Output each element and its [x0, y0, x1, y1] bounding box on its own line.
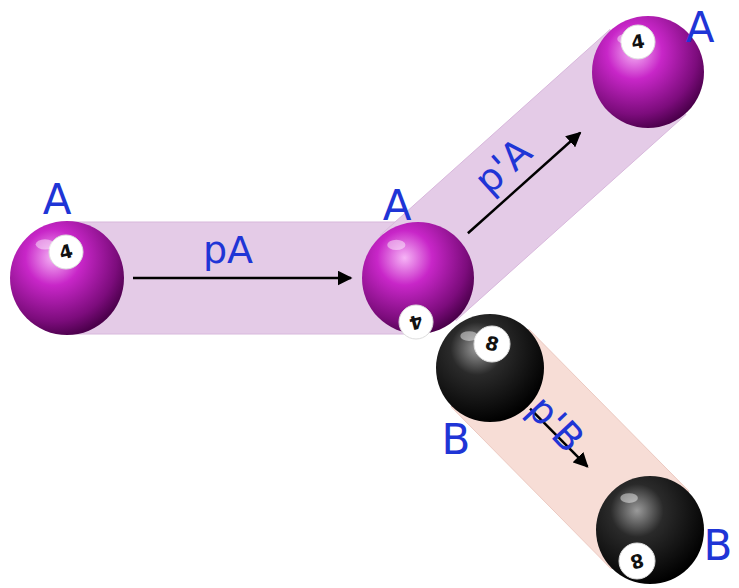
billiard-ball: B8 — [595, 475, 705, 585]
momentum-label: p'B — [521, 389, 590, 459]
ball-body — [436, 314, 544, 422]
number-disk — [619, 543, 655, 579]
ball-name: B — [704, 525, 733, 567]
ball-highlight — [36, 239, 55, 249]
momentum-arrow — [133, 277, 351, 280]
ball-graphic — [9, 220, 125, 336]
ball-highlight — [620, 493, 638, 503]
ball-body — [596, 476, 704, 584]
ball-highlight — [387, 240, 405, 250]
ball-name: B — [442, 419, 471, 461]
billiard-ball: A4 — [361, 221, 475, 335]
ball-name: A — [686, 7, 715, 49]
ball-name: A — [43, 179, 72, 221]
momentum-label: p'A — [468, 132, 538, 201]
number-disk — [474, 326, 510, 362]
momentum-label: pA — [203, 231, 253, 269]
ball-graphic — [595, 475, 705, 585]
ball-highlight — [460, 331, 478, 341]
ball-body — [362, 222, 474, 334]
billiard-ball: A4 — [591, 15, 705, 129]
number-disk — [49, 235, 83, 269]
billiard-ball: A4 — [9, 220, 125, 336]
number-disk — [399, 305, 433, 339]
ball-body — [10, 221, 124, 335]
ball-name: A — [383, 185, 412, 227]
